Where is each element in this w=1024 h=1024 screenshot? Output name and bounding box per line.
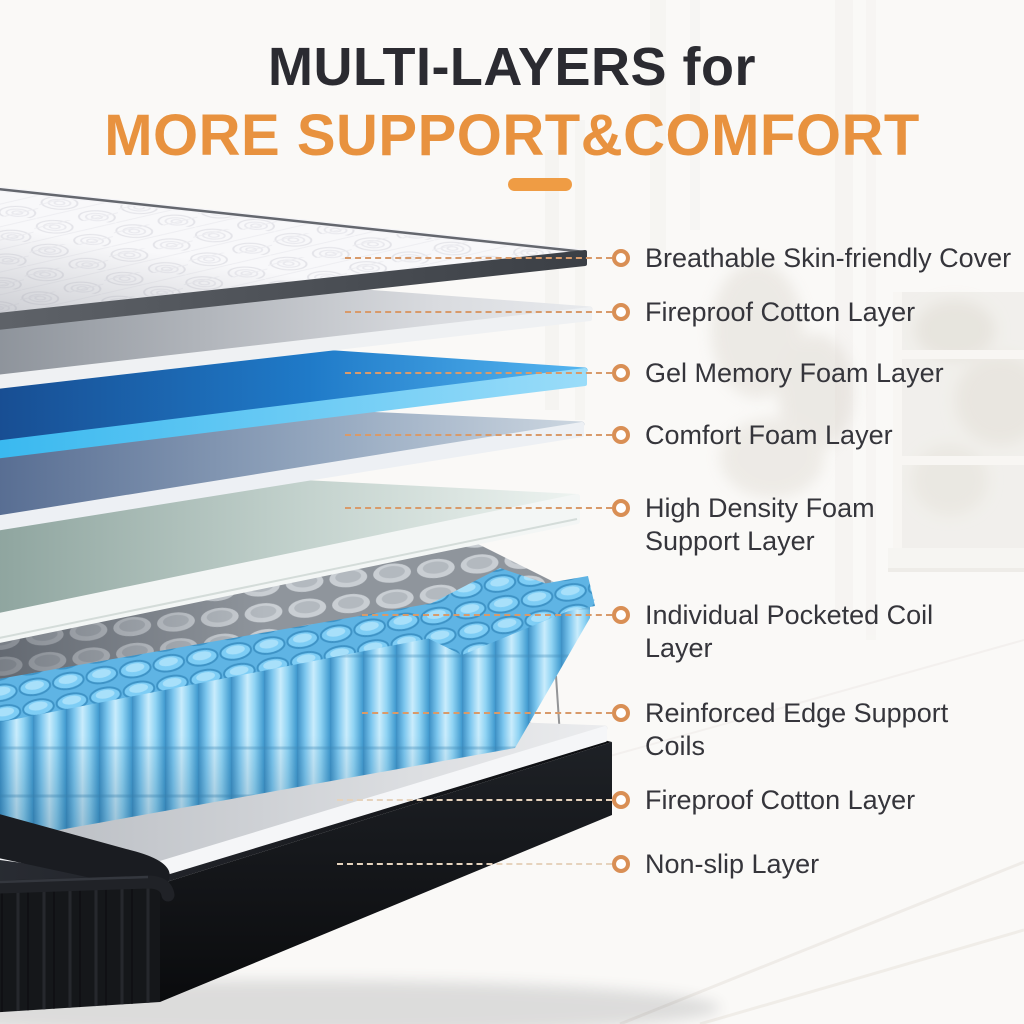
callout-line (337, 863, 612, 865)
quilt-stripes (0, 884, 150, 1014)
layer-label: Fireproof Cotton Layer (645, 297, 916, 327)
callout-line (337, 799, 612, 801)
callout-line (362, 712, 612, 714)
callout-dot-icon (612, 855, 630, 873)
layer-label: Gel Memory Foam Layer (645, 358, 944, 388)
layer-label: Comfort Foam Layer (645, 420, 893, 450)
title-line-1: MULTI-LAYERS for (268, 37, 756, 97)
layer-label: High Density Foam Support Layer (645, 493, 875, 556)
layer-label: Reinforced Edge Support Coils (645, 698, 949, 761)
layer-label: Breathable Skin-friendly Cover (645, 243, 1012, 273)
layer-quilted-cover (0, 186, 588, 330)
layer-label: Fireproof Cotton Layer (645, 785, 916, 815)
callout-dot-icon (612, 606, 630, 624)
callout-dot-icon (612, 704, 630, 722)
accent-underline (508, 178, 572, 191)
window (888, 292, 1024, 572)
callout-dot-icon (612, 364, 630, 382)
callout-dot-icon (612, 303, 630, 321)
callout-dot-icon (612, 791, 630, 809)
callout-line (345, 311, 612, 313)
callout-dot-icon (612, 249, 630, 267)
callout-dot-icon (612, 499, 630, 517)
title-line-2: MORE SUPPORT&COMFORT (104, 103, 920, 168)
callout-line (345, 434, 612, 436)
callout-line (345, 507, 612, 509)
callout-line (345, 257, 612, 259)
layer-label: Non-slip Layer (645, 849, 820, 879)
callout-dot-icon (612, 426, 630, 444)
callout-line (345, 372, 612, 374)
base-edge-rail (0, 814, 175, 902)
callout-line (362, 614, 612, 616)
plant-silhouette (711, 262, 854, 498)
layer-label: Individual Pocketed Coil Layer (645, 600, 934, 663)
